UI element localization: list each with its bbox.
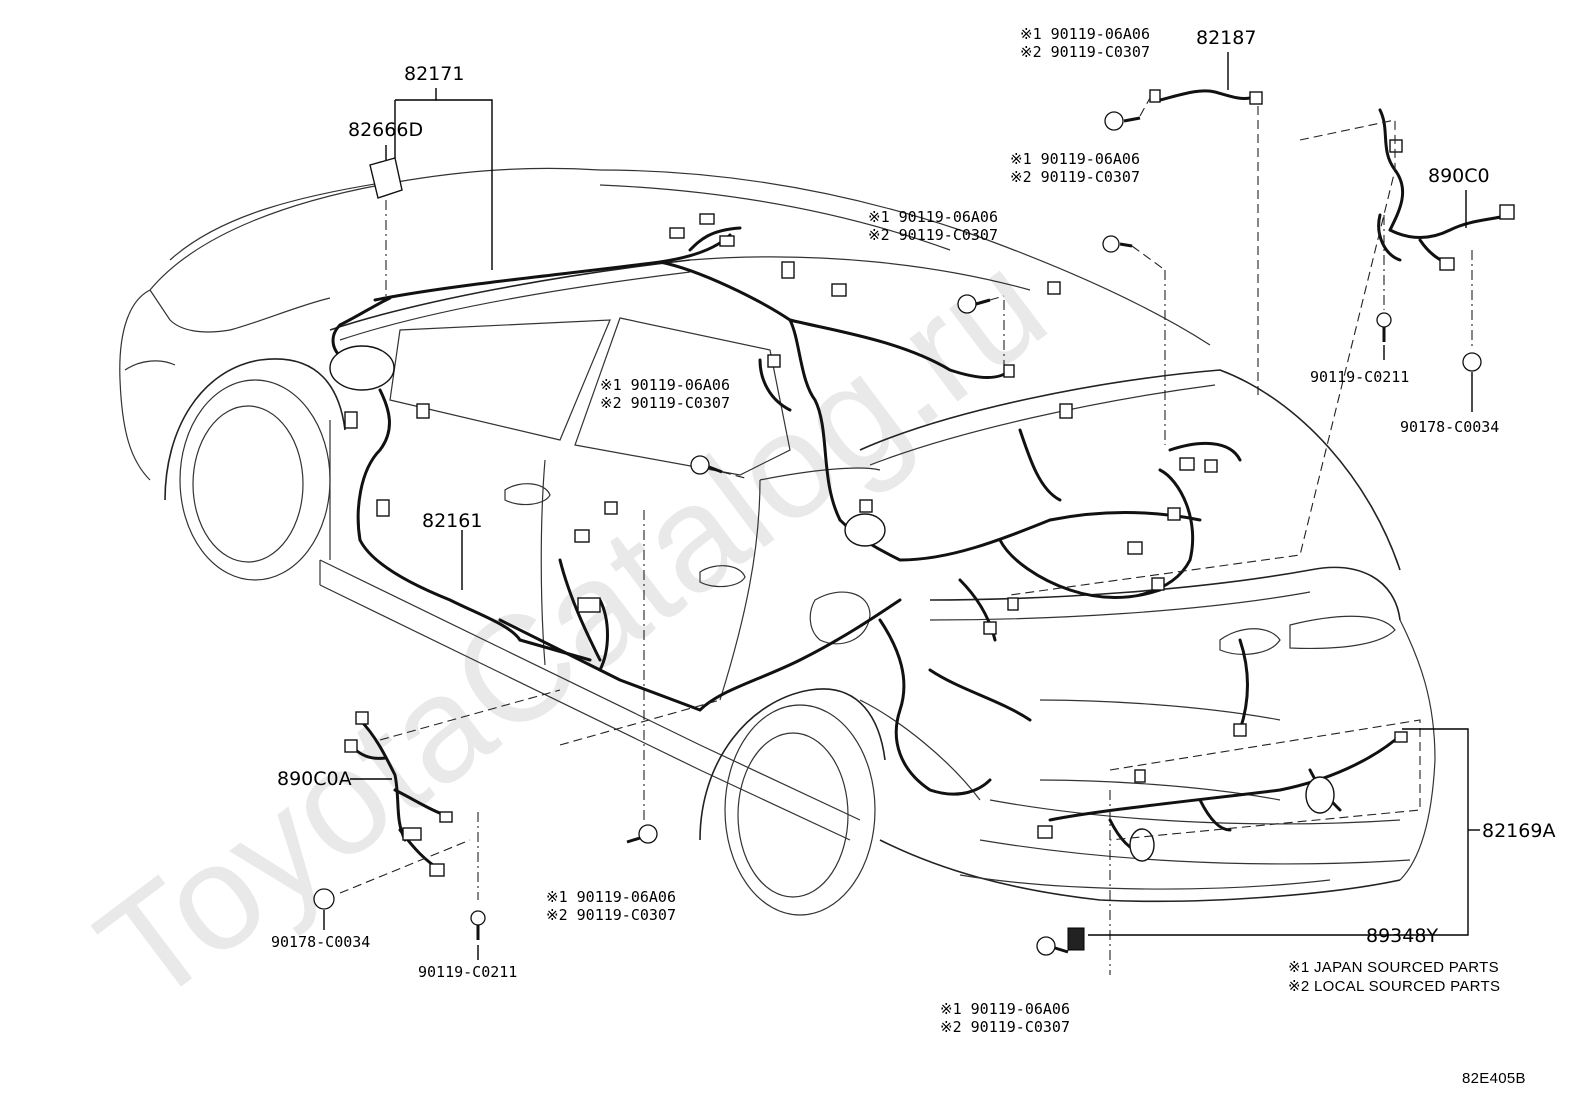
bolt-upper-mid-japan: ※1 90119-06A06 [1010,150,1140,168]
label-890C0: 890C0 [1428,165,1490,187]
bolt-bottom-right-japan: ※1 90119-06A06 [940,1000,1070,1018]
connectors [329,89,1515,951]
bolt-bottom-center-japan: ※1 90119-06A06 [546,888,676,906]
label-82171: 82171 [404,63,464,85]
label-90178-C0034-right: 90178-C0034 [1400,418,1499,436]
label-82187: 82187 [1196,27,1256,49]
label-90119-C0211-left: 90119-C0211 [418,963,517,981]
bolt-top-japan: ※1 90119-06A06 [1020,25,1150,43]
label-82666D: 82666D [348,119,423,141]
legend-japan-sourced: ※1 JAPAN SOURCED PARTS [1288,959,1499,976]
bolt-roof-mid-japan: ※1 90119-06A06 [868,208,998,226]
legend-local-sourced: ※2 LOCAL SOURCED PARTS [1288,978,1500,995]
bolt-bottom-center-local: ※2 90119-C0307 [546,906,676,924]
bolt-top-local: ※2 90119-C0307 [1020,43,1150,61]
label-82169A: 82169A [1482,820,1555,842]
bolt-upper-mid-local: ※2 90119-C0307 [1010,168,1140,186]
bolt-center-japan: ※1 90119-06A06 [600,376,730,394]
label-90119-C0211-right: 90119-C0211 [1310,368,1409,386]
reference-lines [339,97,1473,975]
bolt-roof-mid-local: ※2 90119-C0307 [868,226,998,244]
car-body [119,167,1436,916]
label-89348Y: 89348Y [1366,925,1438,947]
bolt-bottom-right-local: ※2 90119-C0307 [940,1018,1070,1036]
label-890C0A: 890C0A [277,768,352,790]
label-90178-C0034-left: 90178-C0034 [271,933,370,951]
legend: ※1 JAPAN SOURCED PARTS ※2 LOCAL SOURCED … [1288,959,1500,995]
part-labels: 82171 82666D 82161 82187 890C0 890C0A 82… [271,25,1555,1036]
leader-lines [323,52,1480,960]
bolt-center-local: ※2 90119-C0307 [600,394,730,412]
label-82161: 82161 [422,510,482,532]
figure-code: 82E405B [1462,1070,1526,1087]
fasteners [313,111,1482,956]
